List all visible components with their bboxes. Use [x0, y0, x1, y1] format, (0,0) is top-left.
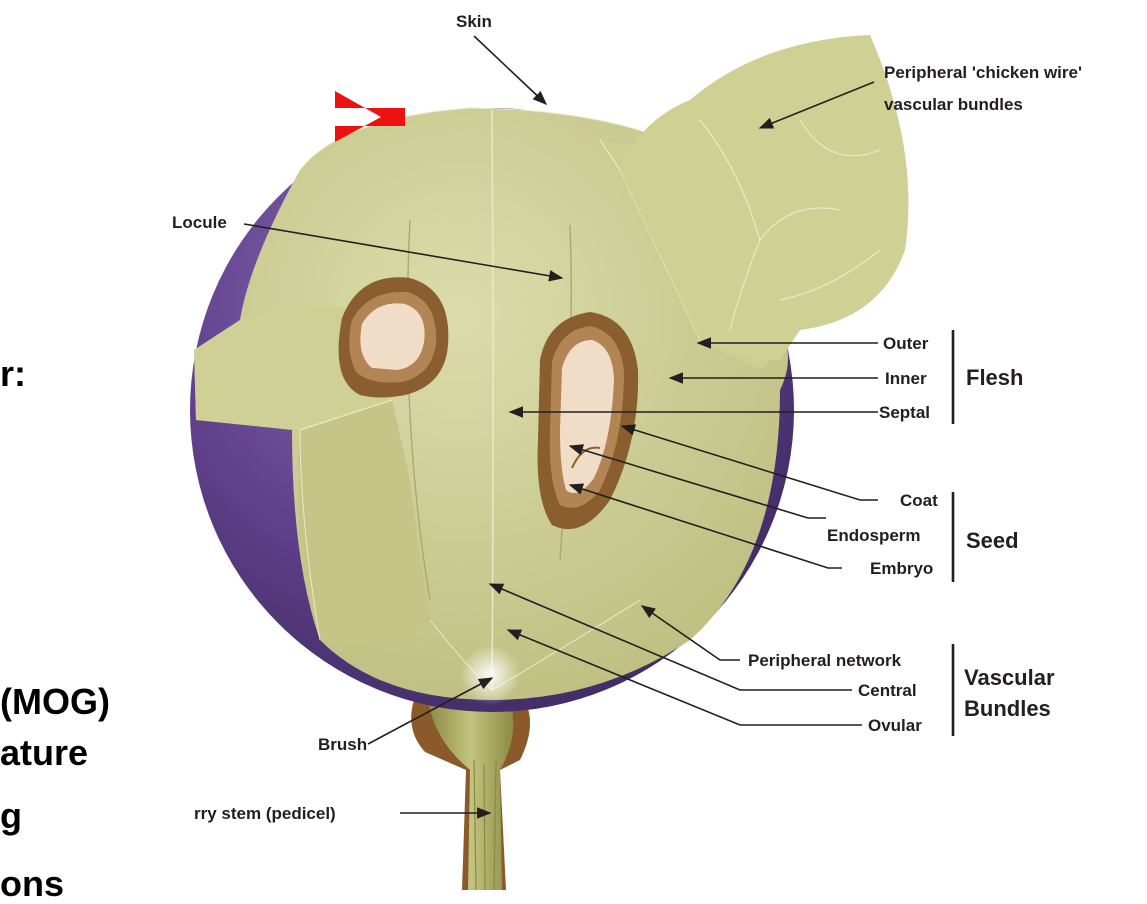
label-ovular: Ovular [868, 716, 922, 735]
label-vascular-1: Vascular [964, 665, 1055, 690]
label-vascular-2: Bundles [964, 696, 1051, 721]
brush-glow [460, 645, 520, 705]
slide-text-mog: (MOG) [0, 684, 110, 720]
label-skin: Skin [456, 12, 492, 31]
label-coat: Coat [900, 491, 938, 510]
label-central: Central [858, 681, 917, 700]
label-peripheral-network: Peripheral network [748, 651, 902, 670]
slide-text-g: g [0, 798, 22, 834]
label-locule: Locule [172, 213, 227, 232]
label-outer: Outer [883, 334, 929, 353]
label-flesh: Flesh [966, 365, 1023, 390]
slide-text-colon: r: [0, 356, 26, 392]
label-chicken-wire-1: Peripheral 'chicken wire' [884, 63, 1082, 82]
label-brush: Brush [318, 735, 367, 754]
label-embryo: Embryo [870, 559, 933, 578]
label-chicken-wire-2: vascular bundles [884, 95, 1023, 114]
slide-text-ons: ons [0, 866, 64, 902]
label-inner: Inner [885, 369, 927, 388]
label-berry-stem: rry stem (pedicel) [194, 804, 336, 823]
pedicel-stem [411, 692, 530, 890]
label-endosperm: Endosperm [827, 526, 921, 545]
label-seed: Seed [966, 528, 1019, 553]
slide-text-ature: ature [0, 735, 88, 771]
label-septal: Septal [879, 403, 930, 422]
